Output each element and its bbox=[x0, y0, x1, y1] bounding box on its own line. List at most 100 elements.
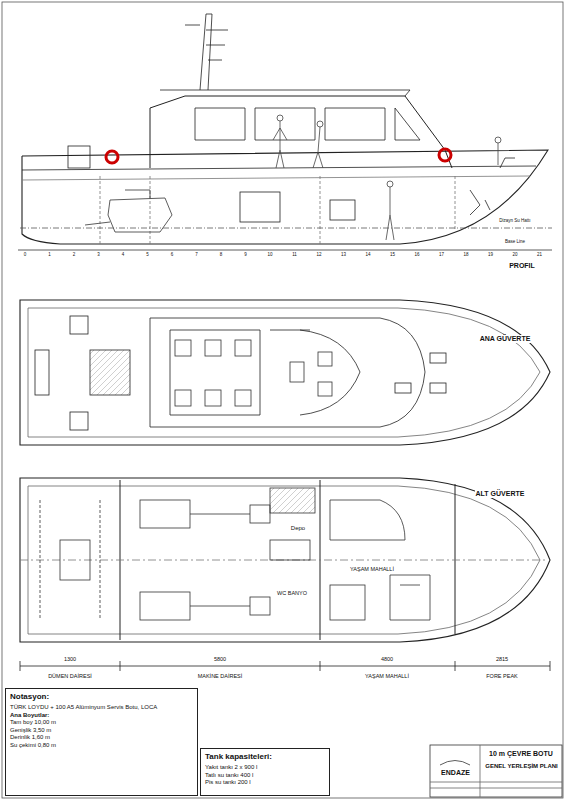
drawing-stroke bbox=[318, 352, 332, 366]
drawing-stroke bbox=[470, 190, 490, 215]
drawing-stroke bbox=[395, 383, 411, 393]
drawing-stroke bbox=[35, 350, 49, 395]
person-figure bbox=[273, 115, 501, 240]
frame-number: 17 bbox=[438, 253, 445, 258]
drawing-stroke bbox=[70, 316, 88, 334]
dimension-value: 4800 bbox=[380, 656, 394, 662]
box-text: Ana Boyutlar: bbox=[10, 712, 193, 720]
drawing-stroke bbox=[160, 90, 410, 96]
drawing-stroke bbox=[277, 115, 283, 121]
drawing-stroke bbox=[240, 192, 280, 222]
drawing-stroke bbox=[235, 390, 251, 406]
drawing-stroke bbox=[140, 592, 190, 620]
drawing-stroke bbox=[205, 340, 221, 356]
drawing-stroke bbox=[68, 146, 90, 168]
drawing-stroke bbox=[270, 488, 315, 513]
frame-number: 13 bbox=[340, 253, 347, 258]
drawing-stroke bbox=[430, 383, 446, 393]
box-text: Tam boy 10,00 m bbox=[10, 719, 193, 727]
compartment-name: MAKİNE DAİRESİ bbox=[197, 673, 244, 679]
title-block-lines bbox=[430, 745, 562, 797]
company-logo bbox=[440, 761, 470, 766]
box-text: Genişlik 3,50 m bbox=[10, 727, 193, 735]
drawing-stroke bbox=[190, 514, 250, 606]
frame-number: 19 bbox=[487, 253, 494, 258]
profile-view bbox=[18, 14, 552, 250]
compartment-name: YAŞAM MAHALLİ bbox=[364, 673, 410, 679]
drawing-stroke bbox=[250, 597, 270, 615]
frame-number: 14 bbox=[364, 253, 371, 258]
drawing-stroke bbox=[318, 382, 332, 396]
drawing-stroke bbox=[390, 575, 430, 620]
dimension-value: 2815 bbox=[495, 656, 509, 662]
drawing-stroke bbox=[22, 150, 548, 244]
dimension-line bbox=[20, 661, 550, 671]
drawing-stroke bbox=[90, 350, 130, 395]
dimension-value: 1300 bbox=[63, 656, 77, 662]
frame-number: 18 bbox=[462, 253, 469, 258]
drawing-stroke bbox=[20, 661, 550, 671]
drawing-stroke bbox=[28, 308, 540, 437]
drawing-stroke bbox=[20, 228, 552, 229]
box-text: TÜRK LOYDU + 100 A5 Alüminyum Servis Bot… bbox=[10, 704, 193, 712]
frame-number: 15 bbox=[389, 253, 396, 258]
drawing-stroke bbox=[22, 176, 530, 180]
drawing-stroke bbox=[40, 500, 100, 620]
drawing-stroke bbox=[250, 505, 270, 523]
tank-capacity-box: Tank kapasiteleri: Yakıt tankı 2 x 900 lT… bbox=[200, 748, 330, 796]
frame-number: 11 bbox=[291, 253, 298, 258]
frame-number: 9 bbox=[243, 253, 248, 258]
drawing-stroke bbox=[185, 14, 228, 90]
drawing-title-cell: GENEL YERLEŞİM PLANI bbox=[482, 762, 561, 781]
frame-number: 1 bbox=[47, 253, 52, 258]
drawing-stroke bbox=[430, 353, 446, 363]
box-text: Pis su tankı 200 l bbox=[205, 779, 325, 787]
frame-number: 10 bbox=[266, 253, 273, 258]
drawing-stroke bbox=[235, 340, 251, 356]
drawing-stroke bbox=[500, 158, 515, 168]
drawing-stroke bbox=[20, 300, 550, 445]
drawing-stroke bbox=[22, 166, 536, 170]
frame-number: 4 bbox=[121, 253, 126, 258]
box-heading: GENEL YERLEŞİM PLANI bbox=[483, 763, 560, 771]
drawing-stroke bbox=[70, 412, 88, 430]
drawing-stroke bbox=[170, 330, 360, 415]
view-title: PROFIL bbox=[508, 262, 536, 270]
box-text: Su çekimi 0,80 m bbox=[10, 742, 193, 750]
drawing-stroke bbox=[439, 149, 451, 161]
drawing-stroke bbox=[60, 540, 90, 580]
frame-number: 8 bbox=[219, 253, 224, 258]
box-text: Yakıt tankı 2 x 900 l bbox=[205, 764, 325, 772]
drawing-stroke bbox=[85, 190, 172, 232]
drawing-stroke bbox=[150, 96, 452, 168]
part-label: YAŞAM MAHALLİ bbox=[349, 566, 395, 572]
drawing-stroke bbox=[386, 187, 394, 240]
frame-number: 0 bbox=[23, 253, 28, 258]
drawing-stroke bbox=[317, 121, 323, 127]
drawing-stroke bbox=[313, 127, 323, 168]
drawing-stroke bbox=[495, 137, 501, 143]
box-text: Tatlı su tankı 400 l bbox=[205, 772, 325, 780]
part-label: Dizayn Su Hattı bbox=[498, 219, 531, 224]
box-heading: ENDAZE bbox=[432, 769, 479, 778]
frame-number: 3 bbox=[96, 253, 101, 258]
drawing-stroke bbox=[270, 540, 310, 560]
drawing-stroke bbox=[106, 151, 118, 163]
drawing-stroke bbox=[140, 500, 190, 528]
frame-number: 20 bbox=[511, 253, 518, 258]
frame-number: 5 bbox=[145, 253, 150, 258]
box-heading: Tank kapasiteleri: bbox=[205, 752, 325, 762]
title-block-frame bbox=[430, 745, 562, 797]
frame-number: 12 bbox=[315, 253, 322, 258]
frame-number: 21 bbox=[536, 253, 543, 258]
drawing-stroke bbox=[330, 585, 365, 620]
compartment-name: FORE PEAK bbox=[485, 673, 518, 679]
drawing-stroke bbox=[498, 143, 499, 165]
company-cell: ENDAZE bbox=[431, 746, 480, 783]
view-title: ANA GÜVERTE bbox=[479, 335, 532, 343]
box-heading: Notasyon: bbox=[10, 692, 193, 702]
drawing-stroke bbox=[100, 176, 455, 244]
dimension-value: 5800 bbox=[213, 656, 227, 662]
drawing-stroke bbox=[330, 200, 355, 220]
